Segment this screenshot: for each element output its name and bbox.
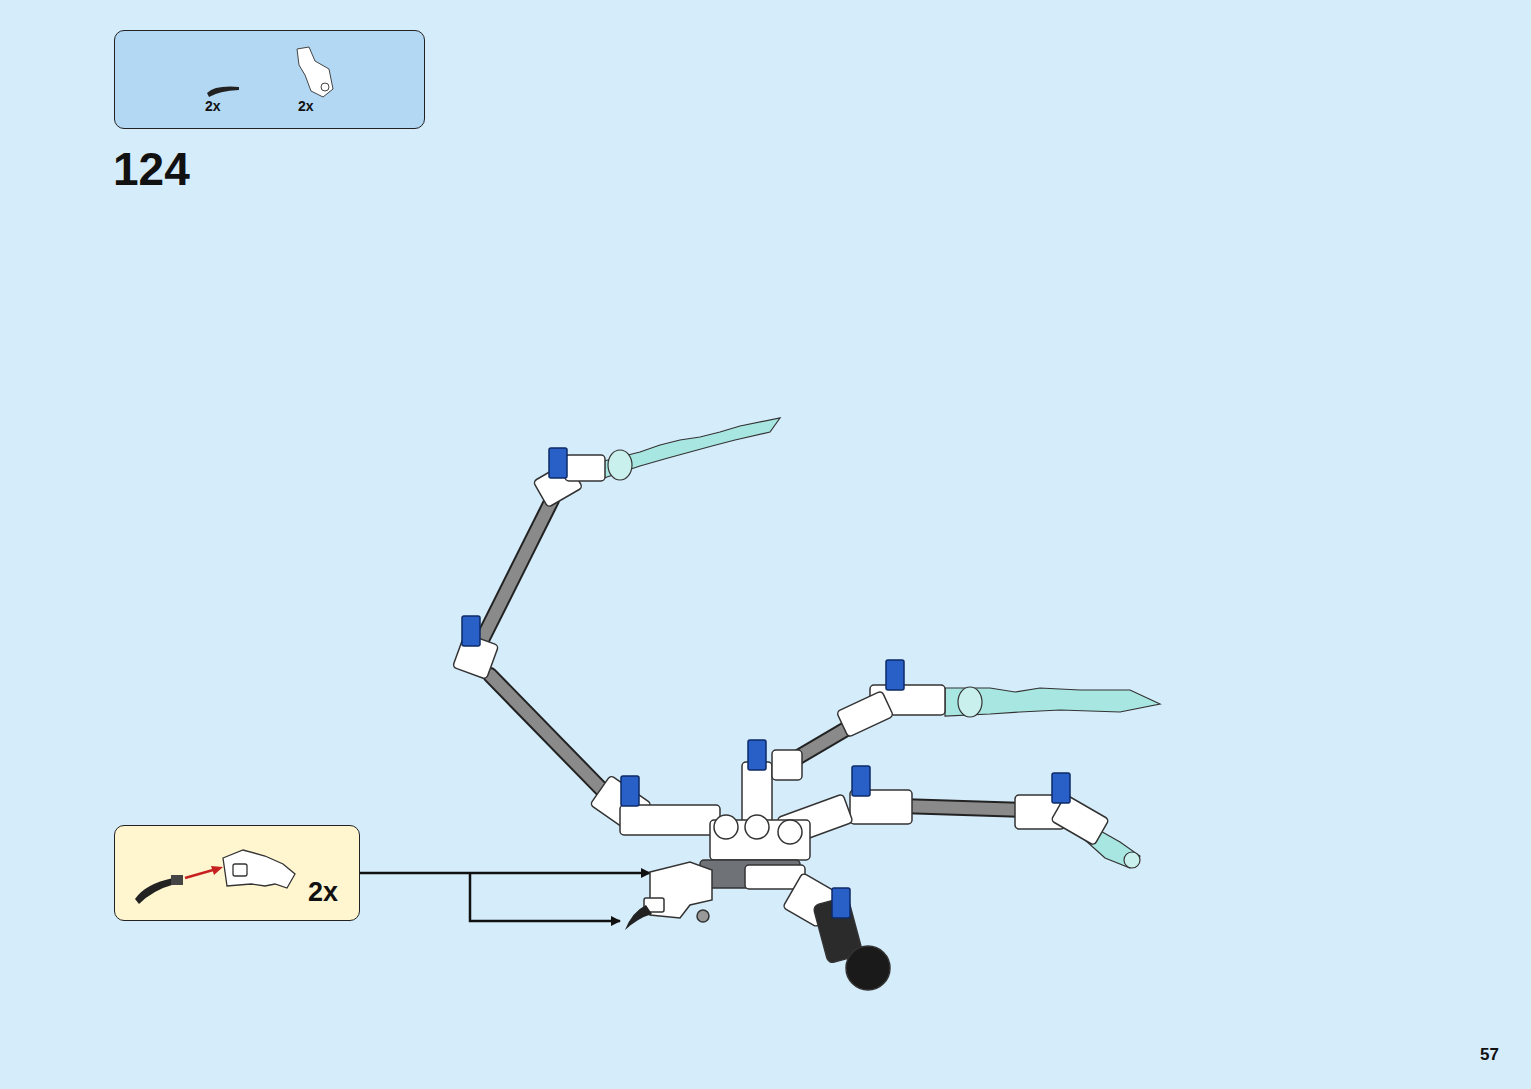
beams	[482, 500, 1030, 810]
part-icons	[115, 31, 426, 134]
part-icons	[115, 826, 361, 926]
joints	[453, 455, 1110, 990]
quantity-label: 2x	[205, 99, 221, 113]
parts-list-panel: 2x 2x	[114, 30, 425, 129]
page-number: 57	[1480, 1046, 1499, 1063]
horn-piece	[625, 905, 652, 930]
step-number: 124	[113, 146, 190, 192]
leader-arrows	[360, 873, 650, 921]
blue-axles	[462, 448, 1070, 918]
quantity-label: 2x	[298, 99, 314, 113]
quantity-label: 2x	[308, 879, 338, 906]
sub-assembly-callout: 2x	[114, 825, 360, 921]
blades	[600, 418, 1160, 868]
